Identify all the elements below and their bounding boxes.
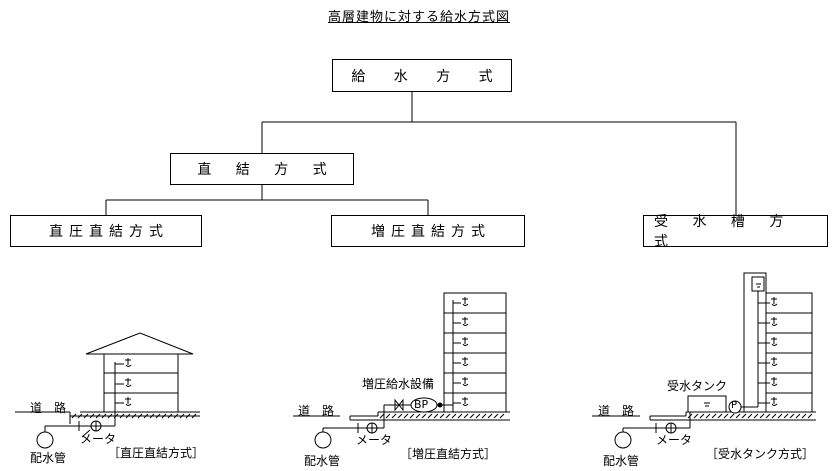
- meter-label-b: メータ: [356, 433, 393, 447]
- caption-c: ［受水タンク方式］: [706, 447, 815, 461]
- direct-label: 直 結 方 式: [197, 162, 337, 178]
- booster-direct-box: 増圧直結方式: [331, 215, 525, 247]
- main-label-c: 配水管: [603, 454, 640, 468]
- main-label-a: 配水管: [30, 451, 67, 465]
- direct-box: 直 結 方 式: [170, 153, 354, 185]
- meter-label-c: メータ: [656, 433, 693, 447]
- page-title: 高層建物に対する給水方式図: [327, 10, 510, 25]
- caption-b: ［増圧直結方式］: [400, 447, 497, 461]
- tank-label: 受 水 槽 方 式: [654, 214, 794, 250]
- direct-pressure-box: 直圧直結方式: [10, 215, 202, 247]
- root-box: 給 水 方 式: [332, 59, 512, 92]
- road-label-b: 道 路: [298, 404, 335, 418]
- main-label-b: 配水管: [304, 454, 341, 468]
- pump-label-b: BP: [414, 398, 429, 411]
- booster-direct-label: 増圧直結方式: [371, 224, 491, 240]
- pump-label-c: P: [731, 400, 738, 411]
- road-label-c: 道 路: [598, 404, 635, 418]
- direct-pressure-label: 直圧直結方式: [49, 224, 169, 240]
- equipment-label-b: 増圧給水設備: [362, 377, 435, 391]
- caption-a: ［直圧直結方式］: [108, 446, 205, 460]
- road-label-a: 道 路: [30, 401, 67, 415]
- root-label: 給 水 方 式: [351, 68, 505, 85]
- meter-label-a: メータ: [80, 432, 117, 446]
- tank-box: 受 水 槽 方 式: [643, 214, 828, 250]
- tank-label-c: 受水タンク: [667, 379, 728, 393]
